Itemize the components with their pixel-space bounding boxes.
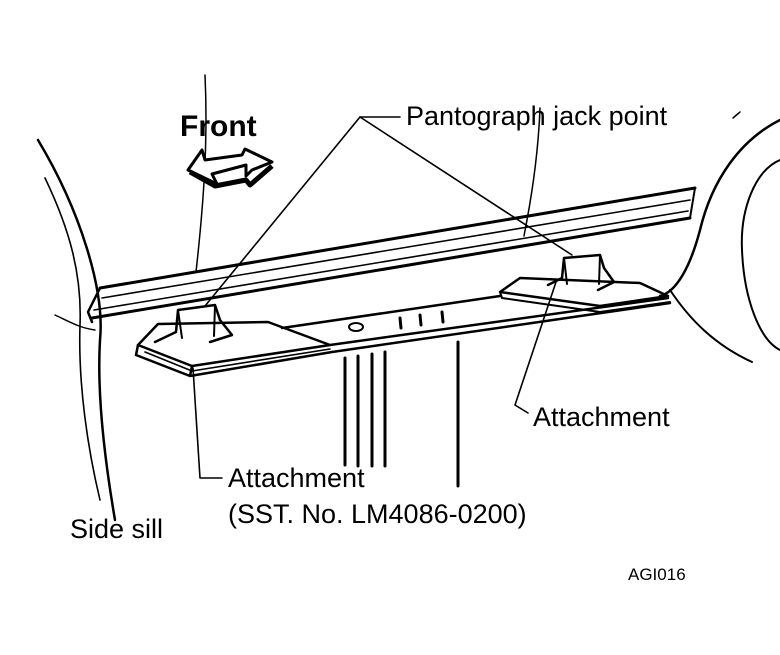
- right-attachment-pad: [498, 276, 670, 308]
- attachment-right-label: Attachment: [533, 402, 670, 432]
- side-sill-flange: [93, 210, 689, 311]
- left-attachment-pad: [136, 320, 332, 368]
- front-label: Front: [180, 110, 257, 143]
- left-wheel-arch: [36, 138, 117, 522]
- front-arrow-icon: [186, 147, 274, 189]
- right-wheel-arch: [658, 118, 780, 298]
- leader-attachment-right: [514, 281, 557, 414]
- leader-pantograph-right: [359, 116, 573, 256]
- left-jack-point-face: [177, 304, 216, 339]
- right-jack-point-face: [563, 254, 601, 285]
- attachment-beam-front: [328, 296, 670, 347]
- side-sill-mid: [101, 199, 691, 299]
- left-fender-edge: [54, 314, 96, 331]
- right-attachment-pad-edge: [499, 291, 671, 313]
- body-corner-tick: [732, 111, 741, 119]
- front-arrow-shape: [186, 147, 274, 186]
- left-wheel-arch-inner: [44, 177, 101, 501]
- figure-code-label: AGI016: [628, 565, 686, 584]
- attachment-beam-hole: [348, 322, 364, 332]
- right-fender-lower: [669, 289, 753, 363]
- jack-stand-legs: [343, 340, 460, 488]
- leader-pantograph-left: [204, 116, 361, 307]
- side-sill-bottom: [90, 216, 692, 320]
- attachment-beam-bottom: [330, 301, 672, 354]
- sst-number-label: (SST. No. LM4086-0200): [228, 499, 527, 529]
- right-tire-outline: [740, 159, 780, 351]
- side-sill-end-right: [689, 187, 696, 219]
- side-sill-end-left: [86, 286, 102, 324]
- pantograph-jack-point-label: Pantograph jack point: [406, 101, 668, 131]
- attachment-beam-top: [280, 294, 502, 330]
- leader-attachment-center: [192, 367, 223, 479]
- front-arrow-shadow: [188, 164, 274, 189]
- right-jack-point-block: [546, 253, 616, 292]
- attachment-beam-slots: [398, 310, 445, 330]
- side-sill-label: Side sill: [70, 514, 164, 544]
- side-sill-top: [98, 186, 697, 290]
- attachment-center-label: Attachment: [228, 463, 365, 493]
- left-attachment-pad-step: [144, 348, 331, 372]
